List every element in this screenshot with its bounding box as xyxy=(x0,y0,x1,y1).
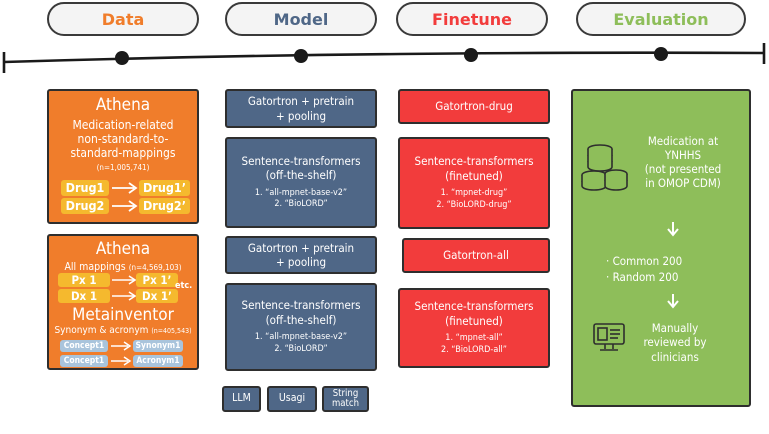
px1-chip: Px 1 xyxy=(58,273,110,287)
drug1-prime-chip: Drug1’ xyxy=(139,180,190,196)
finetune-st-title: Sentence-transformers (finetuned) xyxy=(414,154,534,183)
baseline-string-match-box: String match xyxy=(322,386,369,412)
eval-common-label: · Common 200 xyxy=(606,254,683,268)
baseline-string-match-label: String match xyxy=(331,388,360,409)
finetune-st-item: 1. “mpnet-all” xyxy=(445,333,503,344)
drug2-chip: Drug2 xyxy=(61,198,109,214)
finetune-st-item: 2. “BioLORD-drug” xyxy=(436,199,512,210)
athena2-line: All mappings (n=4,569,103) xyxy=(64,261,181,274)
arrow-right-icon xyxy=(112,200,138,212)
eval-result-label: Manually reviewed by clinicians xyxy=(643,321,707,364)
stage-evaluation-label: Evaluation xyxy=(613,9,709,29)
model-gatortron-box-2: Gatortron + pretrain + pooling xyxy=(225,236,377,274)
arrow-right-icon xyxy=(112,275,137,285)
model-st-item: 1. “all-mpnet-base-v2” xyxy=(254,332,348,343)
athena2-count: (n=4,569,103) xyxy=(128,262,182,272)
finetune-gatortron-drug-box: Gatortron-drug xyxy=(398,89,550,124)
model-gatortron-box-1: Gatortron + pretrain + pooling xyxy=(225,89,377,128)
model-st-title: Sentence-transformers (off-the-shelf) xyxy=(241,298,361,327)
finetune-st-item: 1. “mpnet-drug” xyxy=(440,188,508,199)
stage-finetune-label: Finetune xyxy=(432,9,512,29)
px1-prime-chip: Px 1’ xyxy=(136,273,178,287)
stage-model-label: Model xyxy=(273,9,329,29)
dx1-chip: Dx 1 xyxy=(58,289,110,303)
baseline-llm-box: LLM xyxy=(222,386,261,412)
arrow-right-icon xyxy=(111,356,132,366)
baseline-usagi-label: Usagi xyxy=(278,392,306,405)
model-st-item: 1. “all-mpnet-base-v2” xyxy=(254,187,348,198)
concept1-chip: Concept1 xyxy=(60,355,108,367)
model-st-items: 1. “all-mpnet-base-v2” 2. “BioLORD” xyxy=(255,188,347,211)
athena-medication-box: Athena Medication-related non-standard-t… xyxy=(47,89,199,224)
finetune-st-all-box: Sentence-transformers (finetuned) 1. “mp… xyxy=(398,288,550,368)
eval-not-omop-label: (not presented in OMOP CDM) xyxy=(644,162,722,191)
stage-data: Data xyxy=(47,2,199,36)
athena-desc: Medication-related non-standard-to-stand… xyxy=(70,117,176,161)
eval-med-label: Medication at YNHHS xyxy=(647,134,719,163)
arrow-down-icon xyxy=(667,222,679,237)
coins-icon xyxy=(581,144,628,191)
model-st-box-1: Sentence-transformers (off-the-shelf) 1.… xyxy=(225,137,377,228)
arrow-down-icon xyxy=(667,294,679,309)
athena2-title: Athena xyxy=(95,239,151,259)
finetune-st-drug-box: Sentence-transformers (finetuned) 1. “mp… xyxy=(398,137,550,229)
model-gatortron-text: Gatortron + pretrain + pooling xyxy=(247,240,355,269)
metainventor-count: (n=405,543) xyxy=(151,327,192,335)
arrow-right-icon xyxy=(111,341,132,351)
model-st-title: Sentence-transformers (off-the-shelf) xyxy=(241,153,361,183)
metainventor-desc: Synonym & acronym xyxy=(54,325,149,336)
acronym1-chip: Acronym1 xyxy=(133,355,183,367)
metainventor-line: Synonym & acronym (n=405,543) xyxy=(47,325,199,336)
model-gatortron-text: Gatortron + pretrain + pooling xyxy=(247,94,355,123)
stage-model: Model xyxy=(225,2,377,36)
drug2-prime-chip: Drug2’ xyxy=(139,198,190,214)
arrow-right-icon xyxy=(112,291,137,301)
concept1-chip: Concept1 xyxy=(60,340,108,352)
model-st-item: 2. “BioLORD” xyxy=(274,343,328,354)
finetune-st-items: 1. “mpnet-drug” 2. “BioLORD-drug” xyxy=(436,188,511,211)
arrow-right-icon xyxy=(112,182,138,194)
baseline-llm-label: LLM xyxy=(232,392,251,405)
finetune-st-title: Sentence-transformers (finetuned) xyxy=(414,299,534,328)
stage-data-label: Data xyxy=(101,9,145,29)
finetune-gatortron-all-label: Gatortron-all xyxy=(443,248,509,263)
finetune-gatortron-all-box: Gatortron-all xyxy=(402,238,550,273)
finetune-gatortron-drug-label: Gatortron-drug xyxy=(435,99,513,114)
synonym1-chip: Synonym1 xyxy=(133,340,183,352)
model-st-item: 2. “BioLORD” xyxy=(274,199,328,210)
stage-evaluation: Evaluation xyxy=(576,2,746,36)
timeline xyxy=(2,43,766,73)
metainventor-title: Metainventor xyxy=(72,305,174,325)
baseline-usagi-box: Usagi xyxy=(267,386,317,412)
athena-title: Athena xyxy=(95,95,151,115)
finetune-st-items: 1. “mpnet-all” 2. “BioLORD-all” xyxy=(441,333,507,356)
athena-count: (n=1,005,741) xyxy=(96,162,150,172)
eval-random-label: · Random 200 xyxy=(606,270,679,284)
dx1-prime-chip: Dx 1’ xyxy=(136,289,178,303)
model-st-items: 1. “all-mpnet-base-v2” 2. “BioLORD” xyxy=(255,332,347,355)
finetune-st-item: 2. “BioLORD-all” xyxy=(441,344,507,355)
drug1-chip: Drug1 xyxy=(61,180,109,196)
evaluation-box xyxy=(571,89,751,407)
stage-finetune: Finetune xyxy=(396,2,548,36)
model-st-box-2: Sentence-transformers (off-the-shelf) 1.… xyxy=(225,283,377,371)
etc-label: etc. xyxy=(175,281,193,291)
athena2-desc: All mappings xyxy=(64,260,126,273)
computer-review-icon xyxy=(593,323,625,351)
